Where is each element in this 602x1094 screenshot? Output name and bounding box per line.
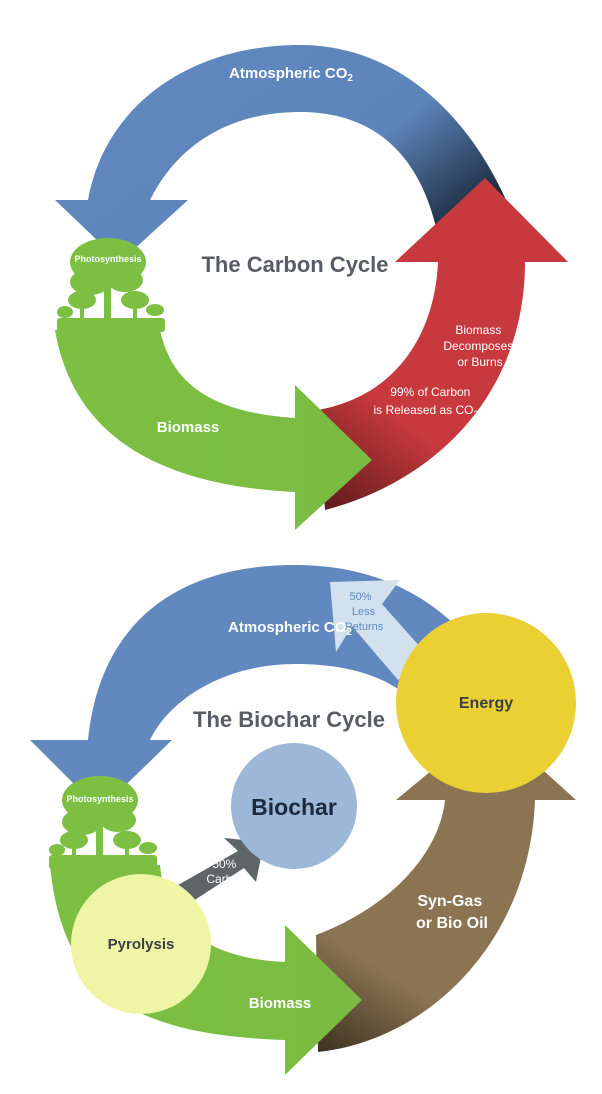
pyrolysis-circle (71, 874, 211, 1014)
carbon-atmospheric-label: Atmospheric CO2 (229, 65, 353, 84)
carbon-arrow-label: 50% Carbon (206, 857, 245, 886)
carbon-cycle: Photosynthesis Atmospheric CO2 The Carbo… (55, 45, 568, 530)
less-returns-line-2: Less (352, 606, 376, 618)
carbon-photosynthesis-label: Photosynthesis (74, 254, 141, 264)
biochar-trees-icon (49, 776, 157, 869)
carbon-decompose-line-1: Biomass (455, 323, 501, 337)
syngas-line-2: or Bio Oil (416, 915, 488, 932)
carbon-atmospheric-text: Atmospheric CO (229, 65, 348, 82)
syngas-line-1: Syn-Gas (417, 893, 482, 910)
carbon-atmospheric-arrow (55, 45, 520, 262)
carbon-arrow-line-1: 50% (212, 857, 236, 871)
carbon-decompose-arrow (318, 178, 568, 510)
less-returns-arrow (330, 580, 430, 680)
carbon-biomass-label: Biomass (157, 419, 220, 436)
energy-label: Energy (459, 695, 513, 712)
carbon-atmospheric-subscript: 2 (347, 73, 353, 84)
biochar-biomass-label: Biomass (249, 995, 312, 1012)
less-returns-line-3: Returns (345, 621, 384, 633)
carbon-arrow-line-2: Carbon (206, 872, 245, 886)
carbon-cycle-title: The Carbon Cycle (201, 252, 388, 277)
carbon-release-label: 99% of Carbon is Released as CO2 (373, 385, 478, 419)
carbon-trees-icon (57, 238, 165, 332)
carbon-release-subscript: 2 (474, 409, 479, 419)
biochar-cycle: 50% Less Returns Photosynthesis 50% (30, 565, 576, 1075)
biochar-atmospheric-text: Atmospheric CO (228, 619, 347, 636)
biochar-cycle-title: The Biochar Cycle (193, 707, 385, 732)
syngas-arrow (316, 722, 576, 1052)
carbon-arrow (178, 838, 264, 903)
biochar-photosynthesis-label: Photosynthesis (66, 794, 133, 804)
biochar-label: Biochar (251, 794, 337, 820)
carbon-biomass-arrow (55, 330, 372, 530)
carbon-decompose-line-2: Decomposes (443, 339, 513, 353)
carbon-decompose-label: Biomass Decomposes or Burns (443, 323, 516, 369)
biochar-atmospheric-label: Atmospheric CO2 (228, 619, 352, 638)
carbon-decompose-line-3: or Burns (457, 355, 502, 369)
syngas-label: Syn-Gas or Bio Oil (416, 893, 488, 932)
biochar-circle (231, 743, 357, 869)
biochar-atmospheric-subscript: 2 (346, 627, 352, 638)
carbon-release-line-2: is Released as CO (373, 403, 473, 417)
carbon-release-line-1: 99% of Carbon (390, 385, 470, 399)
pyrolysis-label: Pyrolysis (108, 936, 175, 953)
less-returns-label: 50% Less Returns (345, 591, 384, 633)
energy-circle (396, 613, 576, 793)
less-returns-line-1: 50% (349, 591, 371, 603)
